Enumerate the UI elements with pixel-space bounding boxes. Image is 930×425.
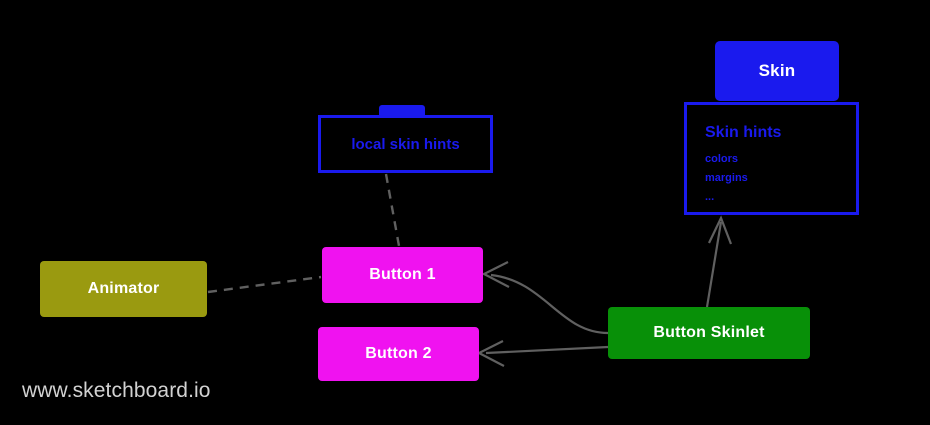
arrowhead-skinhints bbox=[708, 215, 733, 245]
node-local-skin-hints[interactable]: local skin hints bbox=[318, 115, 493, 173]
connector-skinlet-to-button2 bbox=[485, 345, 609, 355]
node-local-skin-hints-tab bbox=[379, 105, 425, 118]
arrowhead-button2 bbox=[476, 340, 505, 367]
node-skin-label: Skin bbox=[758, 61, 796, 80]
node-skin-hints-title: Skin hints bbox=[705, 124, 782, 141]
connector-skinlet-to-skinhints bbox=[705, 221, 723, 308]
node-button-skinlet[interactable]: Button Skinlet bbox=[608, 307, 810, 359]
node-local-skin-hints-label: local skin hints bbox=[351, 135, 460, 153]
node-animator[interactable]: Animator bbox=[40, 261, 207, 317]
node-button-1[interactable]: Button 1 bbox=[322, 247, 483, 303]
arrowhead-button1 bbox=[481, 261, 510, 288]
connector-localhints-to-button1 bbox=[384, 173, 401, 247]
node-button-skinlet-label: Button Skinlet bbox=[653, 324, 765, 341]
connector-animator-to-button1 bbox=[207, 275, 322, 294]
node-button-1-label: Button 1 bbox=[369, 266, 436, 283]
node-button-2-label: Button 2 bbox=[365, 345, 432, 362]
connector-skinlet-to-button1 bbox=[490, 273, 609, 335]
node-skin-hints-item-colors: colors bbox=[705, 153, 739, 165]
node-skin-hints[interactable]: Skin hints colors margins ... bbox=[684, 102, 859, 215]
node-animator-label: Animator bbox=[87, 280, 160, 297]
node-skin-hints-item-ellipsis: ... bbox=[705, 191, 715, 203]
node-skin[interactable]: Skin bbox=[715, 41, 839, 101]
node-skin-hints-item-margins: margins bbox=[705, 172, 748, 184]
watermark: www.sketchboard.io bbox=[22, 379, 211, 402]
node-button-2[interactable]: Button 2 bbox=[318, 327, 479, 381]
